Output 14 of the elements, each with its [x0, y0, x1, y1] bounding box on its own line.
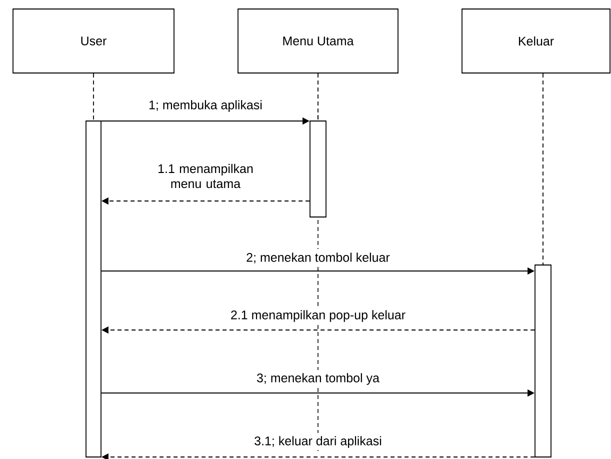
- lifeline-header-box: Menu Utama: [238, 8, 398, 74]
- activation-bar: [86, 120, 102, 458]
- edge-label: 1; membuka aplikasi: [148, 99, 264, 113]
- edge-label: 1.1 menampilkan menu utama: [150, 162, 262, 190]
- edge-label: 3; menekan tombol ya: [256, 372, 380, 386]
- lifeline: [542, 73, 544, 265]
- activation-bar: [534, 264, 552, 458]
- edge-label: 3.1; keluar dari aplikasi: [253, 435, 383, 449]
- edge-label: 2.1 menampilkan pop-up keluar: [229, 309, 407, 323]
- lifeline-header-box: Keluar: [462, 8, 610, 74]
- activation-bar: [310, 120, 326, 218]
- edge-label: 2; menekan tombol keluar: [245, 252, 391, 264]
- lifeline: [93, 73, 94, 121]
- lifeline-header-box: User: [12, 8, 174, 74]
